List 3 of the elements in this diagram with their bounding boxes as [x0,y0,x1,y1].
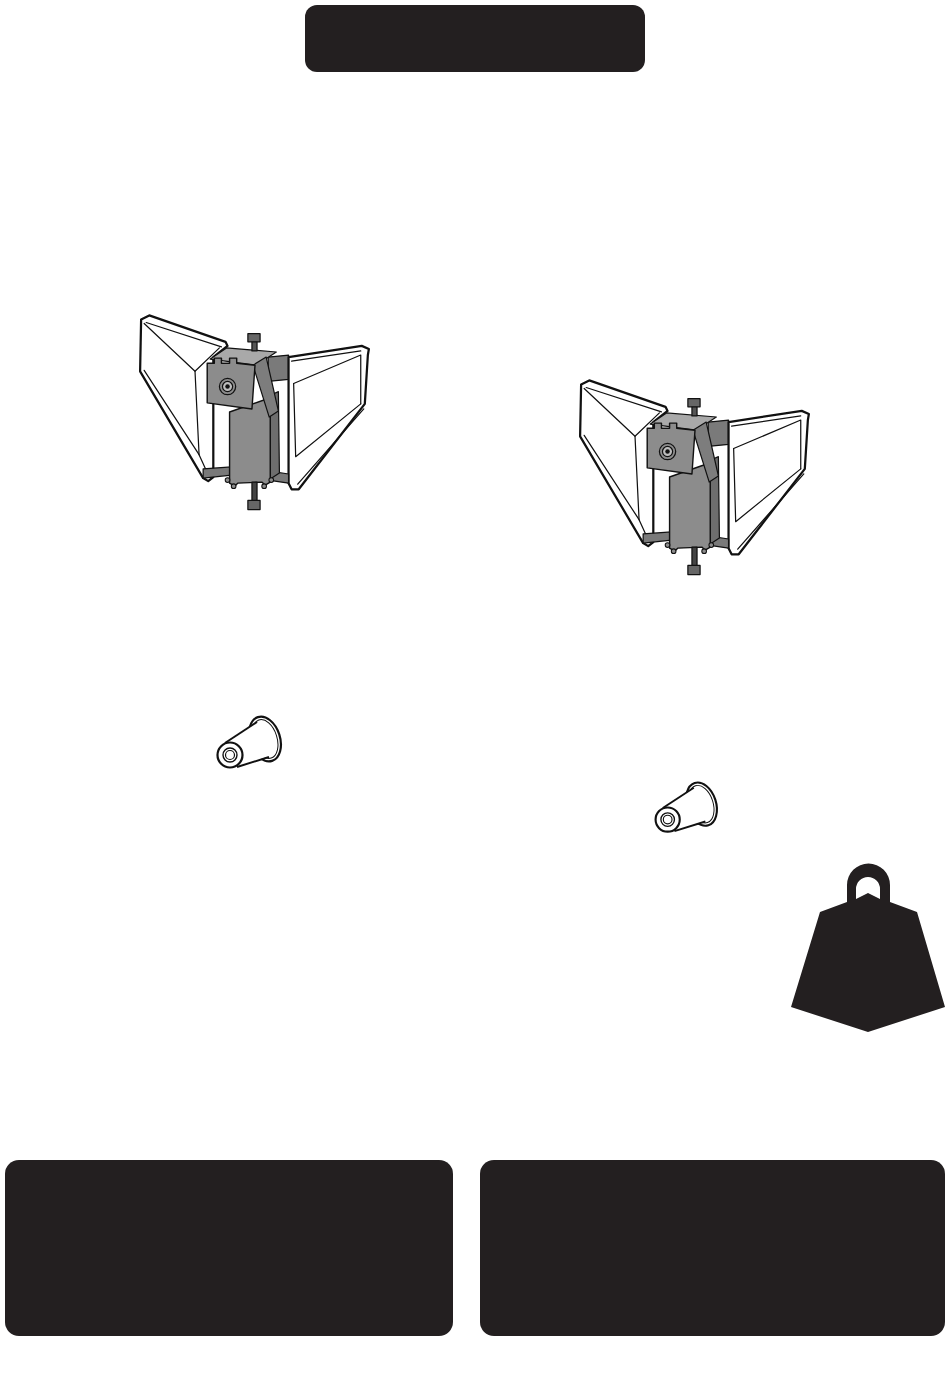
blank-panel [480,1160,945,1336]
blank-banner [305,5,645,72]
blank-panel [5,1160,453,1336]
